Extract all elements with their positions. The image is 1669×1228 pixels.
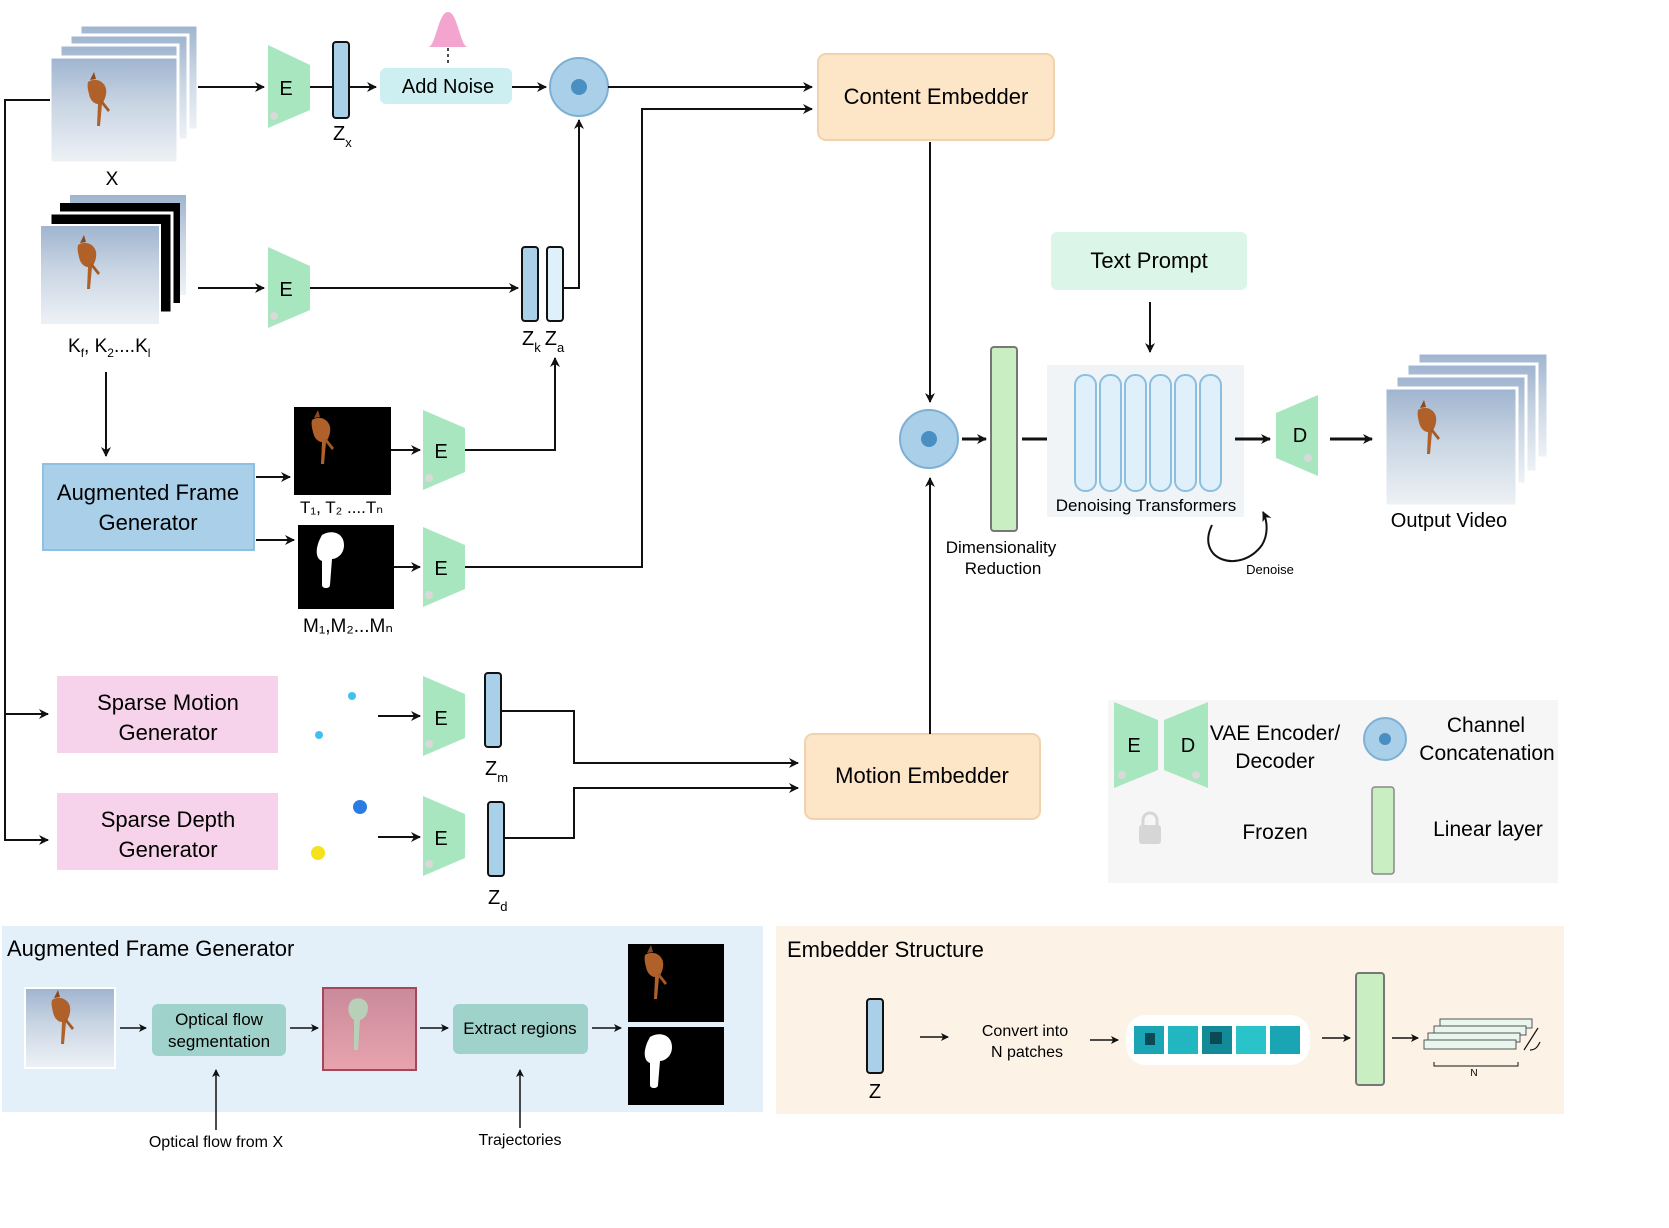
svg-text:E: E [434, 708, 447, 730]
emb-n-label: N [1470, 1068, 1477, 1079]
svg-text:E: E [1127, 735, 1140, 757]
dim-reduction-line1: Dimensionality [946, 538, 1057, 557]
latent-zd [487, 801, 505, 877]
label-k-frames: Kf, K2....Kl [68, 336, 150, 360]
latent-zk [521, 246, 539, 322]
extracted-m-image [628, 1027, 724, 1105]
optical-flow-seg-box [152, 1004, 286, 1056]
aug-panel-input-image [24, 987, 116, 1069]
label-x: X [106, 169, 119, 190]
svg-text:E: E [434, 828, 447, 850]
optical-flow-from-x-label: Optical flow from X [149, 1134, 284, 1151]
decoder-out: D [1276, 395, 1318, 476]
legend-frozen: Frozen [1242, 821, 1307, 844]
add-noise-label: Add Noise [402, 76, 494, 98]
encoder-t: E [423, 410, 465, 490]
sparse-motion-line2: Generator [118, 720, 217, 745]
sparse-points [311, 692, 367, 860]
patches [1134, 1026, 1300, 1054]
legend-vae-icon: E D [1114, 702, 1208, 788]
motion-embedder [804, 733, 1041, 820]
svg-text:D: D [1293, 425, 1307, 447]
noise-distribution-icon [428, 12, 468, 47]
encoder-depth: E [423, 796, 465, 876]
emb-linear-layer [1355, 972, 1385, 1086]
convert-line2: N patches [991, 1044, 1063, 1061]
denoise-loop-arrow [1207, 511, 1272, 562]
aug-gen-line2: Generator [98, 510, 197, 535]
label-m-frames: M₁,M₂...Mₙ [303, 616, 393, 637]
legend-channel-line1: Channel [1447, 714, 1525, 737]
legend-vae-line1: VAE Encoder/ [1210, 722, 1341, 745]
optical-flow-line2: segmentation [168, 1032, 270, 1051]
content-embedder [817, 53, 1055, 141]
motion-embedder-label: Motion Embedder [835, 763, 1009, 788]
convert-line1: Convert into [982, 1023, 1068, 1040]
input-frames-k [39, 195, 186, 326]
text-prompt-box [1051, 232, 1247, 290]
add-noise-box [380, 68, 512, 104]
lock-icon [1139, 811, 1161, 844]
emb-latent-z [866, 998, 884, 1074]
sparse-motion-line1: Sparse Motion [97, 690, 239, 715]
legend-linear: Linear layer [1433, 818, 1543, 841]
legend-linear-icon [1371, 786, 1395, 875]
svg-text:E: E [434, 441, 447, 463]
label-zx: Zx [333, 123, 352, 150]
output-video-frames [1383, 351, 1550, 508]
emb-panel-title: Embedder Structure [787, 937, 984, 962]
aug-panel-title: Augmented Frame Generator [7, 936, 294, 961]
svg-text:E: E [434, 558, 447, 580]
token-stack [1423, 1018, 1533, 1050]
sparse-depth-line2: Generator [118, 837, 217, 862]
aug-gen-line1: Augmented Frame [57, 480, 239, 505]
extract-regions-box [453, 1004, 588, 1054]
sparse-depth-generator [57, 793, 278, 870]
denoising-transformers-label: Denoising Transformers [1056, 496, 1236, 515]
text-prompt-label: Text Prompt [1090, 248, 1207, 273]
t-frame-image [294, 407, 391, 495]
sparse-depth-line1: Sparse Depth [101, 807, 236, 832]
sparse-motion-generator [57, 676, 278, 753]
latent-za [546, 246, 564, 322]
latent-zm [484, 672, 502, 748]
transformer-blocks [1074, 374, 1222, 492]
svg-text:E: E [279, 78, 292, 100]
extract-regions-label: Extract regions [463, 1019, 576, 1038]
m-frame-image [298, 525, 394, 609]
optical-flow-image [322, 987, 417, 1071]
label-t-frames: T₁, T₂ ....Tₙ [300, 498, 383, 517]
augmented-frame-generator [42, 463, 255, 551]
svg-text:D: D [1181, 735, 1195, 757]
output-video-label: Output Video [1391, 510, 1507, 532]
label-zd: Zd [488, 887, 507, 914]
svg-text:E: E [279, 279, 292, 301]
legend-vae-line2: Decoder [1235, 750, 1314, 773]
dim-reduction-line2: Reduction [965, 559, 1042, 578]
linear-dim-reduction [990, 346, 1018, 532]
legend-channel-line2: Concatenation [1419, 742, 1554, 765]
optical-flow-line1: Optical flow [175, 1010, 264, 1029]
concat-node-middle [899, 409, 959, 469]
encoder-x: E [268, 45, 310, 128]
label-zm: Zm [485, 758, 508, 785]
input-frames-x [48, 23, 200, 165]
encoder-motion: E [423, 676, 465, 756]
extracted-t-image [628, 944, 724, 1022]
encoder-m: E [423, 527, 465, 607]
content-embedder-label: Content Embedder [844, 84, 1029, 109]
denoise-label: Denoise [1246, 562, 1294, 577]
encoder-k: E [268, 247, 310, 328]
concat-node-top [549, 57, 609, 117]
trajectories-label: Trajectories [479, 1132, 562, 1149]
emb-z-label: Z [869, 1081, 881, 1103]
latent-zx [332, 41, 350, 119]
legend-concat-icon [1363, 717, 1407, 761]
